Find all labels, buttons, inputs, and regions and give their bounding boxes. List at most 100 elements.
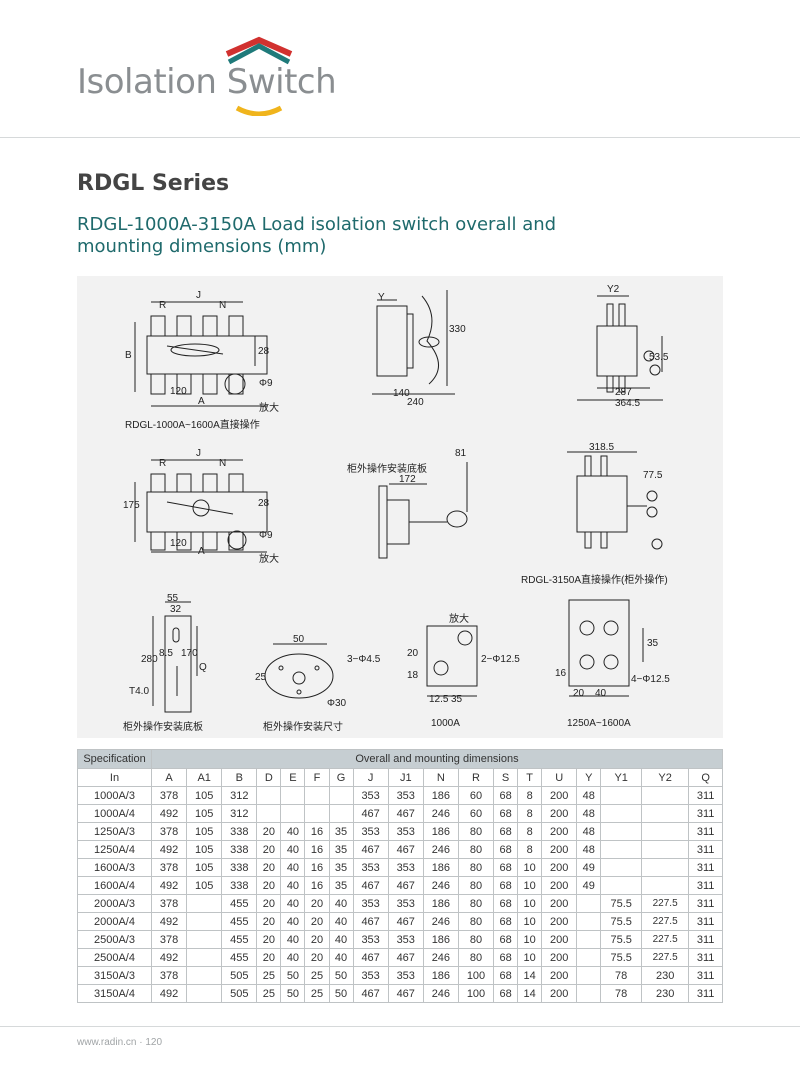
dim-364-5: 364.5 (615, 398, 641, 409)
footer-text: www.radin.cn · 120 (77, 1037, 163, 1048)
dim-a-2: A (198, 546, 205, 557)
dimension-cell: 68 (493, 858, 519, 877)
dimension-cell: 338 (221, 840, 258, 859)
dimension-cell (600, 804, 643, 823)
dim-318-5: 318.5 (589, 442, 615, 453)
dimension-cell: 20 (256, 876, 282, 895)
column-header: T (517, 768, 543, 787)
dimension-cell: 20 (256, 894, 282, 913)
dimension-cell (186, 912, 223, 931)
dimension-cell: 8 (517, 804, 543, 823)
dimension-cell: 492 (150, 948, 188, 967)
spec-cell: 1600A/3 (77, 858, 152, 877)
dimension-cell: 20 (304, 948, 330, 967)
spec-cell: 2000A/4 (77, 912, 152, 931)
dimension-cell: 105 (186, 804, 223, 823)
drawing-mounting-plate (152, 601, 198, 713)
dimension-cell: 16 (304, 876, 330, 895)
dimension-cell: 50 (328, 966, 354, 985)
dimension-cell: 378 (150, 894, 188, 913)
dimension-cell: 311 (688, 786, 723, 805)
dimension-cell: 68 (493, 822, 519, 841)
dimension-cell: 312 (221, 804, 258, 823)
dimension-cell: 75.5 (600, 948, 643, 967)
caption-1250-1600a: 1250A~1600A (567, 718, 631, 729)
dim-phi9-b: Φ9 (259, 530, 273, 541)
dimensions-table: Specification Overall and mounting dimen… (77, 749, 723, 1003)
dimension-cell (186, 966, 223, 985)
dim-287: 287 (615, 387, 632, 398)
dim-t4: T4.0 (129, 686, 150, 697)
dimension-cell: 186 (422, 786, 459, 805)
dimension-cell: 78 (600, 966, 643, 985)
dimension-cell: 200 (541, 804, 578, 823)
dimension-cell: 467 (387, 912, 424, 931)
dimension-cell: 311 (688, 858, 723, 877)
column-header: S (493, 768, 519, 787)
drawing-3150-operating (567, 451, 663, 550)
dimension-cell: 80 (457, 876, 495, 895)
dimension-cell: 14 (517, 966, 543, 985)
column-header: Y (576, 768, 602, 787)
dimension-cell: 20 (304, 894, 330, 913)
brand-logo: Isolation Switch (77, 36, 337, 116)
dimension-cell: 78 (600, 984, 643, 1003)
spec-cell: 3150A/3 (77, 966, 152, 985)
dimension-cell: 40 (328, 912, 354, 931)
dimension-cell: 10 (517, 858, 543, 877)
dimension-cell: 246 (422, 984, 459, 1003)
dimension-cell: 68 (493, 912, 519, 931)
drawing-front-1000 (134, 301, 268, 407)
dimension-cell: 25 (256, 984, 282, 1003)
caption-1000a: 1000A (431, 718, 460, 729)
dimension-cell: 492 (150, 804, 188, 823)
dimension-cell: 40 (280, 876, 306, 895)
dimension-cell: 49 (576, 876, 602, 895)
dimension-cell: 20 (256, 858, 282, 877)
dimension-cell: 311 (688, 984, 723, 1003)
dim-32: 32 (170, 604, 182, 615)
column-header: D (256, 768, 282, 787)
dimension-cell: 455 (221, 930, 258, 949)
dim-28-b: 28 (258, 498, 270, 509)
dimension-cell (304, 786, 330, 805)
spec-cell: 1600A/4 (77, 876, 152, 895)
dimension-cell (600, 786, 643, 805)
dimension-cell: 353 (387, 858, 424, 877)
caption-1000-1600-direct: RDGL-1000A~1600A直接操作 (125, 420, 260, 431)
dimension-drawings: J N R B 28 120 Φ9 A 放大 RDGL-1000A~1600A直… (77, 276, 723, 738)
spec-cell: 1250A/3 (77, 822, 152, 841)
dim-j: J (196, 290, 201, 301)
dimension-cell: 48 (576, 786, 602, 805)
dim-2-phi12-5: 2−Φ12.5 (481, 654, 520, 665)
dimension-cell: 10 (517, 948, 543, 967)
dimension-cell: 227.5 (641, 930, 690, 949)
dim-40: 40 (595, 688, 607, 699)
dim-a: A (198, 396, 205, 407)
dimension-cell: 378 (150, 858, 188, 877)
dimension-cell: 353 (352, 786, 389, 805)
column-header: Q (688, 768, 723, 787)
dimension-cell: 20 (304, 930, 330, 949)
dimension-cell: 68 (493, 840, 519, 859)
dimension-cell: 14 (517, 984, 543, 1003)
dimension-cell: 467 (387, 840, 424, 859)
dim-y2: Y2 (607, 284, 620, 295)
spec-header: Specification (77, 749, 152, 769)
dimension-cell (328, 786, 354, 805)
panel-label: 柜外操作安装底板 (347, 464, 427, 475)
dimension-cell: 40 (328, 948, 354, 967)
dimension-cell: 353 (352, 858, 389, 877)
column-header: J (352, 768, 389, 787)
dimension-cell (600, 840, 643, 859)
dimension-cell: 40 (280, 930, 306, 949)
group-header: Overall and mounting dimensions (151, 749, 723, 769)
dimension-cell: 186 (422, 894, 459, 913)
technical-drawings-svg (134, 290, 663, 713)
column-header: In (77, 768, 152, 787)
dimension-cell: 60 (457, 786, 495, 805)
